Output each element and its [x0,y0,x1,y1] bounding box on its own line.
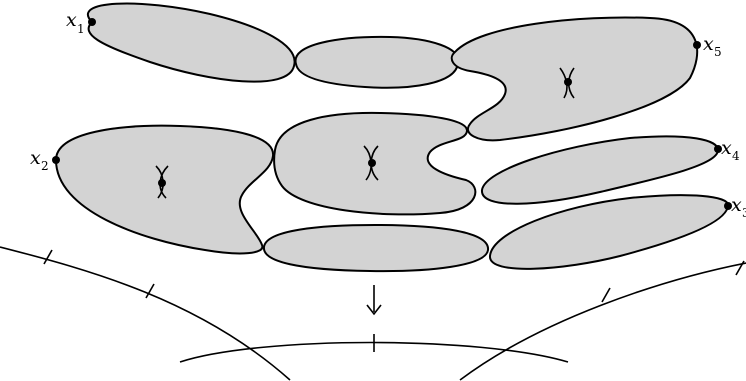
tick-right-1 [601,287,611,303]
target-curve [179,341,569,363]
component-middle-right-upper [480,135,720,205]
component-top-right [450,16,699,142]
marked-point-x5: x 5 [693,33,722,59]
component-top-left [86,2,296,83]
component-bottom-middle [262,223,490,273]
base-curve-left [0,246,291,381]
down-arrow-icon [366,285,382,316]
node-middle-left [155,165,169,199]
label-x3-letter: x [731,194,742,216]
marked-point-x3: x 3 [724,194,746,220]
base-curve-right [459,262,746,381]
marked-point-x4: x 4 [714,137,740,163]
label-x5-sub: 5 [714,45,722,59]
component-bottom-right [488,194,730,270]
component-top-middle [294,35,460,89]
label-x1-letter: x [66,9,77,31]
tick-left-2 [145,283,155,299]
node-middle-center [363,145,379,181]
label-x1-sub: 1 [77,22,85,36]
label-x2-sub: 2 [41,159,49,173]
tick-left-1 [43,249,53,265]
label-x2-letter: x [30,147,41,169]
label-x3-sub: 3 [742,206,746,220]
label-x4-sub: 4 [732,149,740,163]
node-top-right [559,67,575,99]
marked-point-x1: x 1 [66,9,96,36]
component-middle-left [54,124,275,255]
label-x5-letter: x [703,33,714,55]
tick-right-2 [735,260,745,276]
label-x4-letter: x [721,137,732,159]
marked-point-x2: x 2 [30,147,60,173]
